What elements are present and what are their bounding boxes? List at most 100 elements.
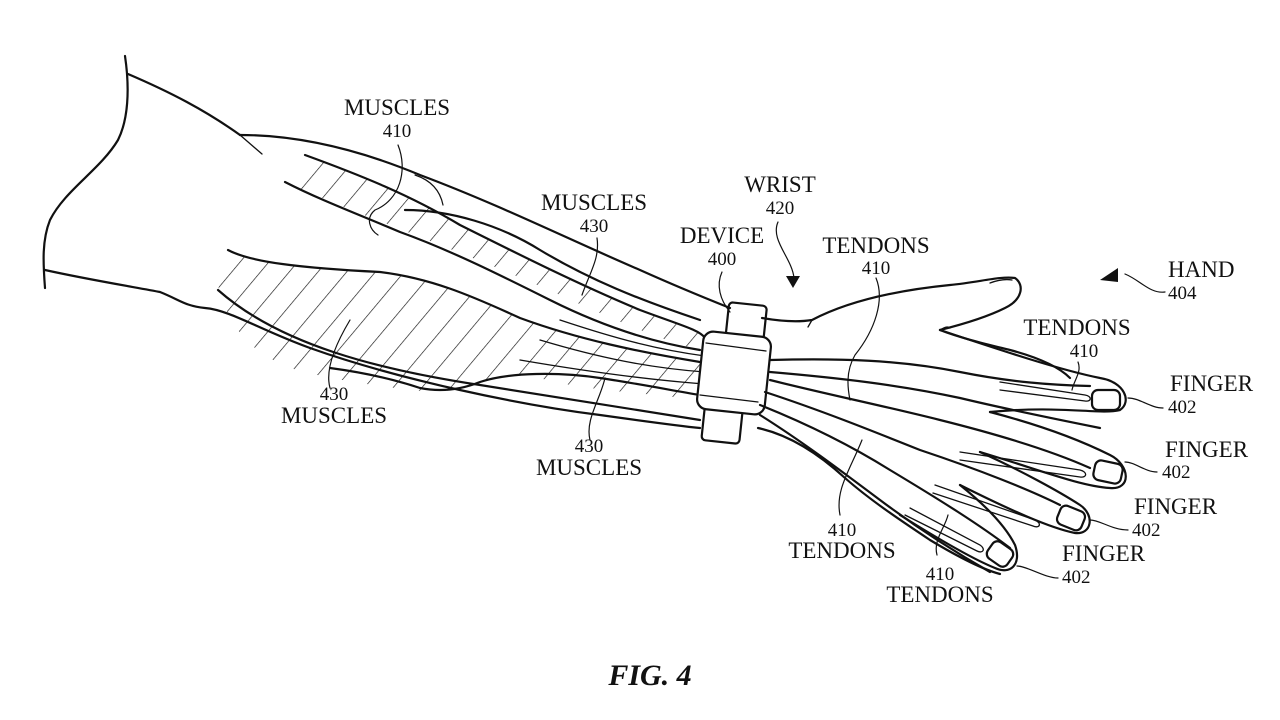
leader-lines <box>328 144 1166 579</box>
finger-2-nail <box>1092 459 1124 485</box>
label-ref: 430 <box>320 384 349 405</box>
thumb-crease <box>807 319 813 328</box>
label-ref: 410 <box>926 564 955 585</box>
callout-hand: HAND 404 <box>1168 257 1234 304</box>
label-ref: 402 <box>1168 397 1197 418</box>
leader-tendons-wrist <box>847 277 880 401</box>
leader-muscles-410 <box>368 144 403 236</box>
tendon-line <box>758 413 992 574</box>
label-ref: 430 <box>580 216 609 237</box>
callout-tendons-bottom-2: 410 TENDONS <box>886 564 993 607</box>
device-body <box>696 330 772 416</box>
tendon-line <box>768 378 1092 470</box>
label-ref: 410 <box>862 258 891 279</box>
wrist-arrow-icon <box>786 276 800 288</box>
label-name: FINGER <box>1165 437 1249 462</box>
muscles-hatched <box>218 153 707 400</box>
leader-muscles-430-left <box>328 319 351 389</box>
device-body-top-line <box>705 342 767 352</box>
callout-muscles-430-bottom: 430 MUSCLES <box>536 436 642 480</box>
label-name: TENDONS <box>822 233 929 258</box>
callout-finger-3: FINGER 402 <box>1132 494 1218 541</box>
callout-finger-4: FINGER 402 <box>1062 541 1146 588</box>
muscle-410-region <box>285 155 705 350</box>
tendon-line <box>768 370 1102 430</box>
thumb-nail <box>989 278 1013 284</box>
leader-tendons-finger <box>1071 361 1080 391</box>
tendon-line <box>768 358 1092 388</box>
hand-bottom-edge <box>756 426 1002 576</box>
tendon-line <box>758 403 1012 550</box>
forearm-tendon-line <box>559 319 706 357</box>
callout-finger-1: FINGER 402 <box>1168 371 1254 418</box>
label-name: TENDONS <box>788 538 895 563</box>
label-name: HAND <box>1168 257 1234 282</box>
callout-tendons-bottom-1: 410 TENDONS <box>788 520 895 563</box>
forearm-tendon-line <box>539 339 706 373</box>
callout-muscles-410-top: MUSCLES 410 <box>344 95 450 142</box>
label-ref: 420 <box>766 198 795 219</box>
upper-arm-top-edge <box>126 72 242 137</box>
forearm-tendon-line <box>519 359 706 385</box>
muscle-410-lower-edge <box>283 180 702 352</box>
leader-finger-4 <box>1016 565 1059 579</box>
leader-finger-3 <box>1089 519 1129 531</box>
wrist-device <box>696 301 772 445</box>
label-ref: 410 <box>828 520 857 541</box>
leader-tendons-bottom-2 <box>935 514 949 556</box>
shoulder-contour <box>42 54 129 290</box>
callout-tendons-wrist: TENDONS 410 <box>822 233 929 279</box>
leader-muscles-410-b <box>414 174 444 206</box>
tendon-line <box>763 390 1062 507</box>
callout-wrist: WRIST 420 <box>744 172 816 219</box>
finger-4-outline <box>898 483 1019 572</box>
label-name: MUSCLES <box>541 190 647 215</box>
leader-muscles-430-top <box>581 237 599 296</box>
leader-hand <box>1124 273 1166 293</box>
callout-muscles-430-top: MUSCLES 430 <box>541 190 647 237</box>
leader-tendons-bottom-1 <box>838 439 863 516</box>
label-ref: 402 <box>1162 462 1191 483</box>
muscle-430-top-band <box>403 208 702 322</box>
label-ref: 410 <box>383 121 412 142</box>
fingers <box>898 328 1127 572</box>
leader-finger-2 <box>1124 461 1158 473</box>
label-name: FINGER <box>1062 541 1146 566</box>
finger-3-tendon <box>932 484 1040 528</box>
label-name: TENDONS <box>886 582 993 607</box>
label-name: FINGER <box>1134 494 1218 519</box>
label-name: MUSCLES <box>281 403 387 428</box>
hand-tendons <box>758 358 1102 574</box>
leader-device <box>718 271 731 313</box>
callout-muscles-430-left: 430 MUSCLES <box>281 384 387 428</box>
leader-finger-1 <box>1127 397 1164 409</box>
label-name: MUSCLES <box>536 455 642 480</box>
label-ref: 430 <box>575 436 604 457</box>
label-name: FINGER <box>1170 371 1254 396</box>
label-ref: 402 <box>1062 567 1091 588</box>
label-name: DEVICE <box>680 223 764 248</box>
arm-outline <box>42 54 1072 576</box>
leader-wrist <box>775 221 795 279</box>
finger-4-nail <box>985 540 1015 568</box>
finger-2-outline <box>978 410 1127 490</box>
label-name: MUSCLES <box>344 95 450 120</box>
label-ref: 404 <box>1168 283 1197 304</box>
label-name: TENDONS <box>1023 315 1130 340</box>
muscle-430-lower-bottom-edge <box>328 366 702 397</box>
figure-caption: FIG. 4 <box>607 659 691 692</box>
forearm-top-edge <box>238 133 732 310</box>
device-body-bottom-line <box>699 394 759 403</box>
label-ref: 402 <box>1132 520 1161 541</box>
muscle-410-upper-edge <box>303 153 707 340</box>
leader-muscles-430-bottom <box>588 377 606 441</box>
muscle-430-lower-top-edge <box>226 248 702 364</box>
muscle-430-lower-region <box>218 250 700 400</box>
callout-device: DEVICE 400 <box>680 223 764 270</box>
finger-3-outline <box>958 450 1091 535</box>
finger-2-tendon <box>959 451 1087 478</box>
callout-finger-2: FINGER 402 <box>1162 437 1249 483</box>
finger-4-tendon <box>904 507 984 553</box>
finger-3-nail <box>1055 504 1087 532</box>
elbow-crease <box>239 134 263 155</box>
